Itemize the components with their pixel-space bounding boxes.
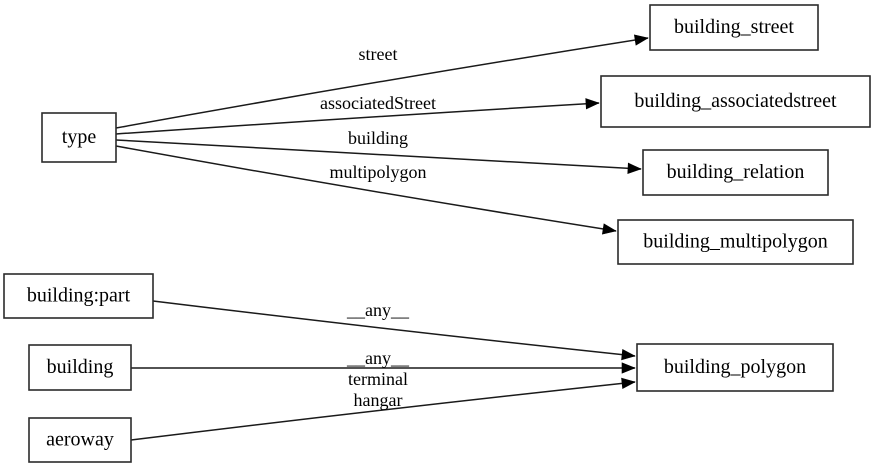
edge-labels-layer: street associatedStreet building multipolyg… bbox=[320, 44, 436, 410]
node-label-building_relation: building_relation bbox=[667, 161, 805, 183]
edge-label-type-multipolygon: multipolygon bbox=[329, 162, 426, 182]
node-label-type: type bbox=[62, 126, 97, 148]
nodes-layer: type building_street building_associatedst… bbox=[3, 4, 871, 463]
edge-label-type-street: street bbox=[359, 44, 398, 64]
edge-type-building bbox=[115, 139, 642, 174]
node-box[interactable] bbox=[28, 417, 132, 463]
edge-label-aeroway-terminal-line2: hangar bbox=[354, 390, 403, 410]
edges-layer bbox=[115, 34, 649, 441]
node-building_polygon[interactable]: building_polygon bbox=[636, 343, 834, 392]
node-building_multipolygon[interactable]: building_multipolygon bbox=[617, 219, 854, 265]
edge-label-part-any: __any__ bbox=[346, 300, 410, 320]
node-box[interactable] bbox=[649, 4, 819, 51]
edge-type-associatedstreet bbox=[115, 98, 600, 135]
node-box[interactable] bbox=[3, 273, 154, 319]
edge-line bbox=[115, 102, 600, 135]
node-box[interactable] bbox=[28, 344, 132, 391]
edge-part-any bbox=[152, 300, 636, 361]
edge-label-type-building: building bbox=[348, 128, 408, 148]
node-label-building_polygon: building_polygon bbox=[664, 356, 806, 378]
node-label-building_multipolygon: building_multipolygon bbox=[643, 231, 827, 253]
node-box[interactable] bbox=[642, 149, 829, 196]
node-label-aeroway: aeroway bbox=[46, 429, 114, 451]
edge-label-type-associatedstreet: associatedStreet bbox=[320, 93, 436, 113]
edge-label-building-any: __any__ bbox=[346, 348, 410, 368]
edge-type-multipolygon bbox=[115, 145, 617, 235]
arrowhead-icon bbox=[621, 362, 636, 374]
arrowhead-icon bbox=[633, 34, 649, 46]
arrowhead-icon bbox=[621, 348, 636, 361]
node-aeroway[interactable]: aeroway bbox=[28, 417, 132, 463]
arrowhead-icon bbox=[601, 223, 617, 235]
arrowhead-icon bbox=[627, 162, 642, 174]
edge-line bbox=[130, 381, 636, 441]
node-building_relation[interactable]: building_relation bbox=[642, 149, 829, 196]
node-label-building_part: building:part bbox=[27, 285, 131, 307]
node-building_street[interactable]: building_street bbox=[649, 4, 819, 51]
edge-line bbox=[115, 37, 649, 129]
edge-type-street bbox=[115, 34, 649, 129]
node-label-building_street: building_street bbox=[674, 16, 794, 38]
edge-building-any bbox=[131, 362, 636, 374]
arrowhead-icon bbox=[621, 377, 636, 390]
node-building_part[interactable]: building:part bbox=[3, 273, 154, 319]
edge-aeroway-terminal bbox=[130, 377, 636, 441]
node-box[interactable] bbox=[600, 75, 871, 128]
node-box[interactable] bbox=[636, 343, 834, 392]
edge-label-aeroway-terminal: terminal bbox=[348, 369, 408, 389]
edge-line bbox=[152, 300, 636, 357]
node-label-building: building bbox=[47, 356, 114, 378]
arrowhead-icon bbox=[585, 98, 600, 110]
node-box[interactable] bbox=[617, 219, 854, 265]
node-label-building_associatedstreet: building_associatedstreet bbox=[634, 90, 837, 112]
edge-line bbox=[115, 139, 642, 170]
edge-line bbox=[115, 145, 617, 232]
node-box[interactable] bbox=[41, 112, 117, 163]
node-type[interactable]: type bbox=[41, 112, 117, 163]
node-building_associatedstreet[interactable]: building_associatedstreet bbox=[600, 75, 871, 128]
node-building[interactable]: building bbox=[28, 344, 132, 391]
